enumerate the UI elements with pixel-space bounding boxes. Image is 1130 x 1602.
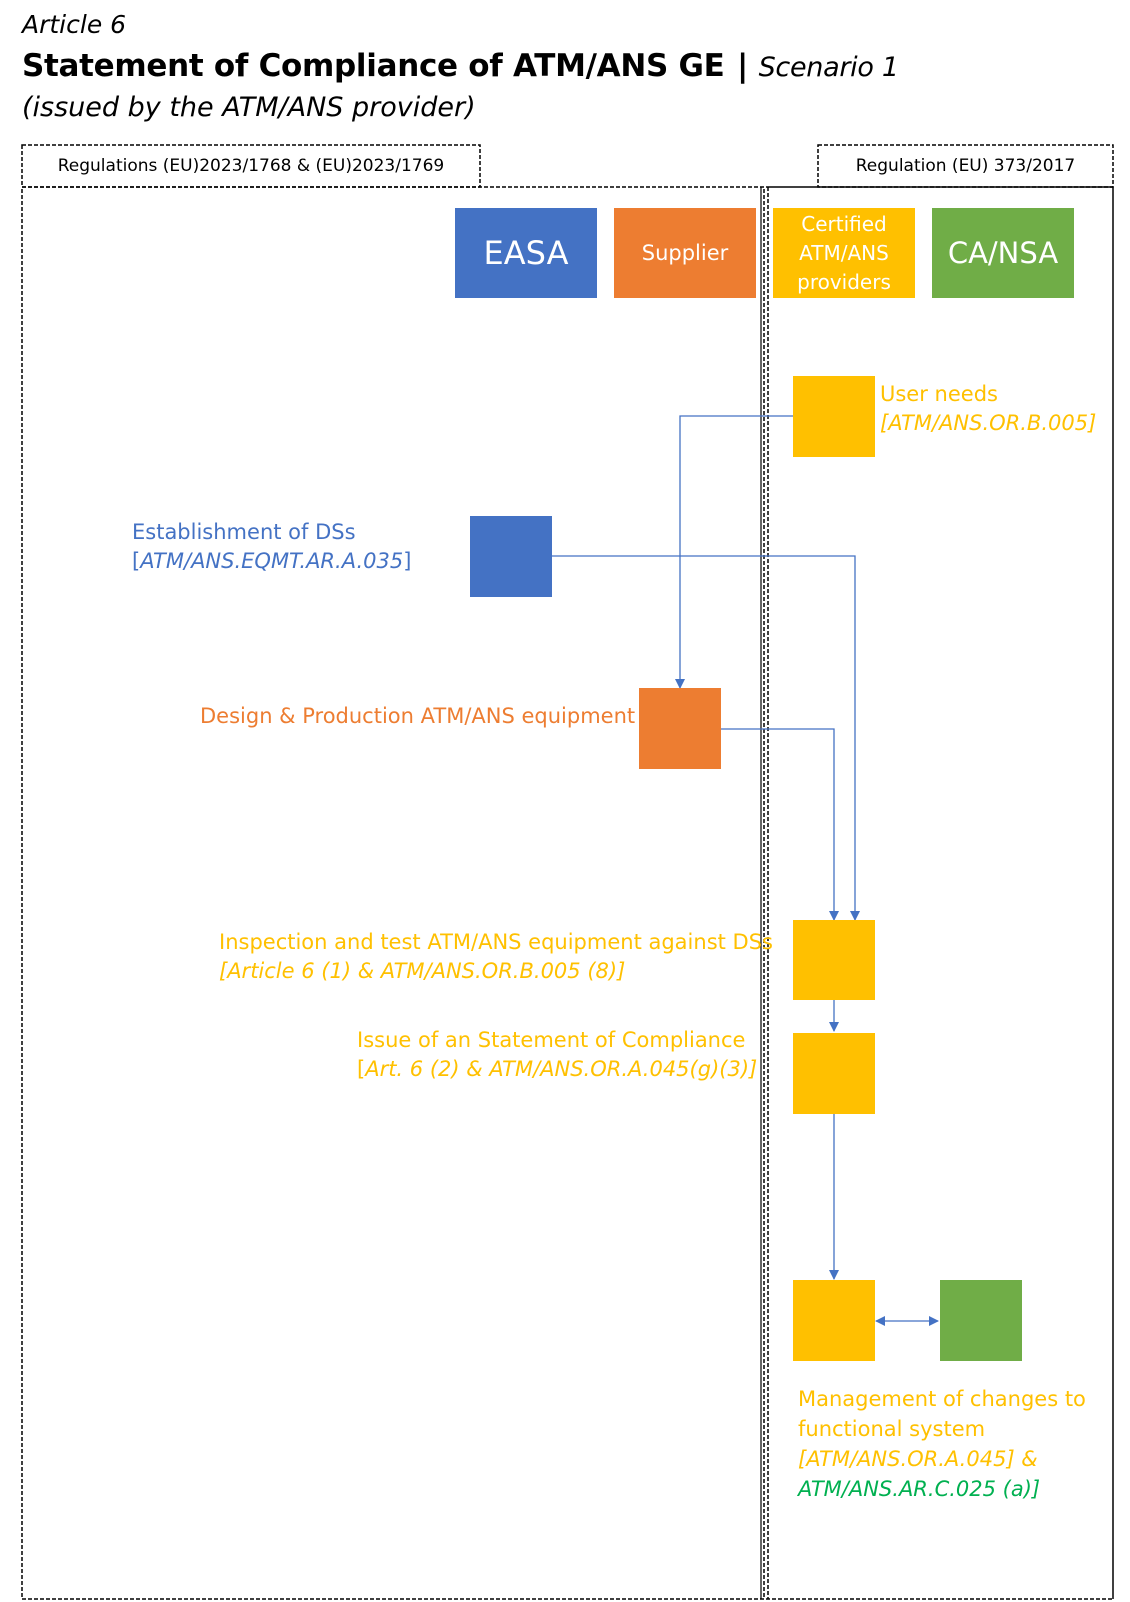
establishment-ref-line: [ATM/ANS.EQMT.AR.A.035] bbox=[132, 547, 411, 576]
design-title: Design & Production ATM/ANS equipment bbox=[200, 704, 636, 728]
right-regulation-label: Regulation (EU) 373/2017 bbox=[820, 147, 1111, 185]
left-regulation-label: Regulations (EU)2023/1768 & (EU)2023/176… bbox=[24, 147, 478, 185]
user-needs-title: User needs bbox=[880, 382, 998, 406]
establishment-ref: ATM/ANS.EQMT.AR.A.035 bbox=[140, 549, 404, 573]
lane-header-supplier: Supplier bbox=[614, 208, 756, 298]
providers-line-3: providers bbox=[797, 269, 891, 294]
step-box-user-needs bbox=[793, 376, 875, 457]
step-box-design bbox=[639, 688, 721, 769]
title-separator: | bbox=[737, 48, 749, 84]
label-inspection: Inspection and test ATM/ANS equipment ag… bbox=[219, 928, 773, 986]
issue-title: Issue of an Statement of Compliance bbox=[357, 1028, 746, 1052]
label-issue: Issue of an Statement of Compliance [Art… bbox=[357, 1026, 757, 1084]
providers-line-1: Certified bbox=[801, 211, 887, 236]
inspection-title: Inspection and test ATM/ANS equipment ag… bbox=[219, 930, 773, 954]
label-user-needs: User needs [ATM/ANS.OR.B.005] bbox=[880, 380, 1096, 438]
management-ref-2: ATM/ANS.AR.C.025 (a)] bbox=[798, 1477, 1041, 1501]
establishment-title: Establishment of DSs bbox=[132, 520, 356, 544]
label-design: Design & Production ATM/ANS equipment bbox=[200, 702, 635, 731]
page-title: Statement of Compliance of ATM/ANS GE | … bbox=[22, 48, 899, 84]
connector-establishment-to-inspection bbox=[551, 555, 860, 921]
management-ref-1: [ATM/ANS.OR.A.045] & bbox=[798, 1447, 1038, 1471]
management-line-2: functional system bbox=[798, 1417, 986, 1441]
user-needs-ref: [ATM/ANS.OR.B.005] bbox=[880, 411, 1097, 435]
inspection-ref: [Article 6 (1) & ATM/ANS.OR.B.005 (8)] bbox=[219, 959, 626, 983]
issue-ref-open: [ bbox=[357, 1057, 366, 1081]
article-label: Article 6 bbox=[22, 10, 127, 39]
establishment-ref-close: ] bbox=[403, 549, 412, 573]
issue-ref: Art. 6 (2) & ATM/ANS.OR.A.045(g)(3)] bbox=[365, 1057, 758, 1081]
providers-line-2: ATM/ANS bbox=[799, 240, 889, 265]
management-line-1: Management of changes to bbox=[798, 1387, 1086, 1411]
step-box-management bbox=[793, 1280, 875, 1361]
lane-header-easa: EASA bbox=[455, 208, 597, 298]
lane-header-ca-nsa: CA/NSA bbox=[932, 208, 1074, 298]
title-scenario: Scenario 1 bbox=[758, 52, 899, 83]
step-box-issue bbox=[793, 1033, 875, 1114]
step-box-ca-nsa bbox=[940, 1280, 1022, 1361]
lane-header-certified-providers: Certified ATM/ANS providers bbox=[773, 208, 915, 298]
step-box-establishment bbox=[470, 516, 552, 597]
issue-ref-line: [Art. 6 (2) & ATM/ANS.OR.A.045(g)(3)] bbox=[357, 1055, 757, 1084]
step-box-inspection bbox=[793, 920, 875, 1000]
right-regulation-tab-border bbox=[817, 144, 1114, 188]
label-management: Management of changes to functional syst… bbox=[798, 1384, 1086, 1504]
title-main: Statement of Compliance of ATM/ANS GE bbox=[22, 48, 725, 84]
establishment-ref-open: [ bbox=[132, 549, 141, 573]
connector-user-needs-to-design bbox=[675, 415, 793, 689]
page-subtitle: (issued by the ATM/ANS provider) bbox=[22, 92, 476, 123]
left-regulation-frame bbox=[21, 186, 765, 1600]
connector-design-to-inspection bbox=[720, 728, 839, 921]
label-establishment: Establishment of DSs [ATM/ANS.EQMT.AR.A.… bbox=[132, 518, 411, 576]
